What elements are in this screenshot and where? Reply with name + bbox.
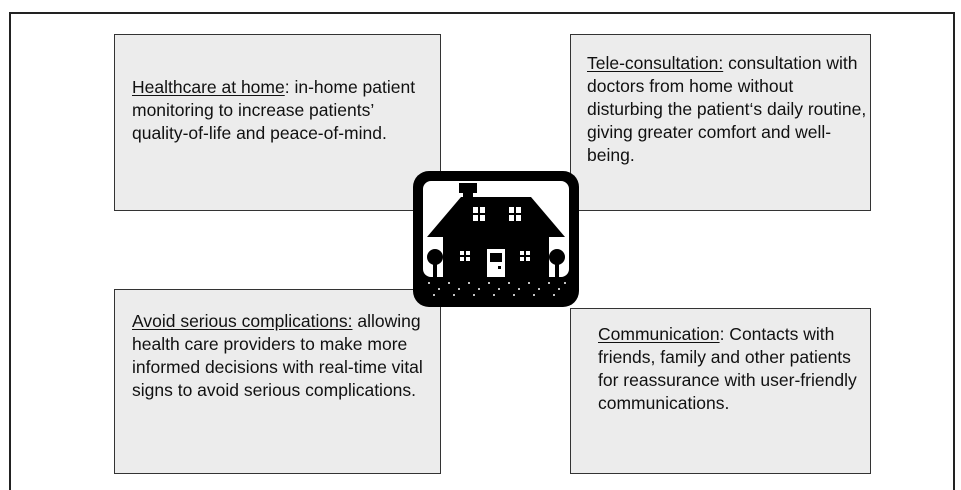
box-body: : Contacts with friends, family and othe… xyxy=(598,324,857,413)
communication-text: Communication: Contacts with friends, fa… xyxy=(598,323,868,415)
avoid-complications-box: Avoid serious complications: allowing he… xyxy=(114,289,441,474)
healthcare-at-home-text: Healthcare at home: in-home patient moni… xyxy=(132,76,432,145)
diagram-frame xyxy=(9,12,955,490)
house-icon xyxy=(413,171,579,307)
healthcare-at-home-box: Healthcare at home: in-home patient moni… xyxy=(114,34,441,211)
communication-box: Communication: Contacts with friends, fa… xyxy=(570,308,871,474)
box-heading: Healthcare at home xyxy=(132,77,285,97)
box-heading: Communication xyxy=(598,324,720,344)
box-body: : in-home patient monitoring to increase… xyxy=(132,77,416,143)
tele-consultation-text: Tele-consultation: consultation with doc… xyxy=(587,52,867,167)
avoid-complications-text: Avoid serious complications: allowing he… xyxy=(132,310,432,402)
box-body: allowing health care providers to make m… xyxy=(132,311,423,400)
box-heading: Avoid serious complications: xyxy=(132,311,353,331)
box-body: consultation with doctors from home with… xyxy=(587,53,867,165)
tele-consultation-box: Tele-consultation: consultation with doc… xyxy=(570,34,871,211)
box-heading: Tele-consultation: xyxy=(587,53,724,73)
